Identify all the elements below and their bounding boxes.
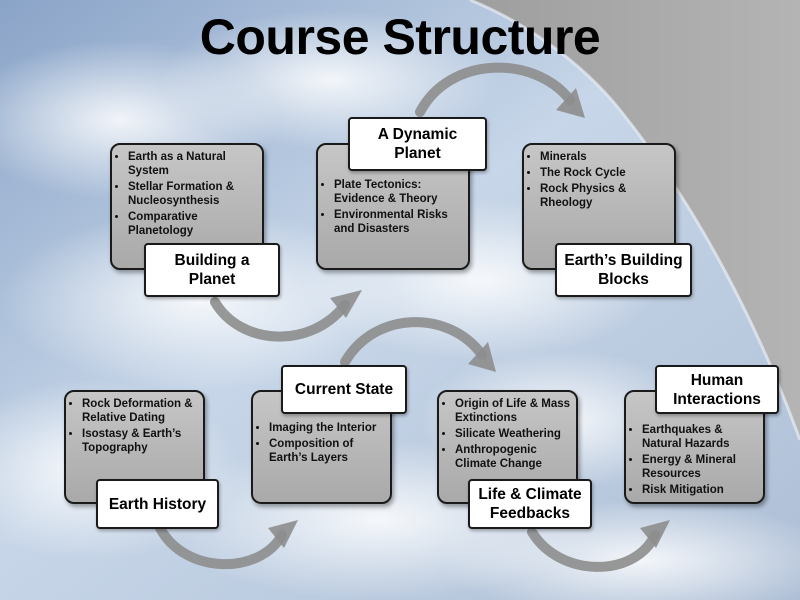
module-card-human-interactions: Earthquakes & Natural Hazards Energy & M… [624,390,765,504]
topic-item: Rock Deformation & Relative Dating [82,397,197,425]
module-label-earth-history: Earth History [96,479,219,529]
topic-item: Stellar Formation & Nucleosynthesis [128,180,256,208]
page-title: Course Structure [199,9,601,65]
module-label-human-interactions: Human Interactions [655,365,779,414]
topic-item: Risk Mitigation [642,483,757,497]
arrowhead [268,520,298,548]
topic-item: Isostasy & Earth’s Topography [82,427,197,455]
module-card-earth-history: Rock Deformation & Relative Dating Isost… [64,390,205,504]
topic-item: Comparative Planetology [128,210,256,238]
topic-item: Imaging the Interior [269,421,384,435]
topic-item: Earth as a Natural System [128,150,256,178]
topic-list: Earth as a Natural System Stellar Format… [112,145,262,238]
module-label-earths-building-blocks: Earth’s Building Blocks [555,243,692,297]
arrow-current-to-life [340,317,487,367]
arrow-life-to-human [527,527,660,572]
arrowhead [556,88,585,118]
topic-list: Imaging the Interior Composition of Eart… [253,416,390,465]
module-label-building-a-planet: Building a Planet [144,243,280,297]
topic-item: Composition of Earth’s Layers [269,437,384,465]
arrow-building-to-dynamic [210,297,350,342]
arrowhead [640,520,670,548]
arrowhead [468,342,496,372]
topic-item: Rock Physics & Rheology [540,182,668,210]
topic-item: Minerals [540,150,668,164]
topic-list: Rock Deformation & Relative Dating Isost… [66,392,203,455]
module-label-current-state: Current State [281,365,407,414]
topic-list: Minerals The Rock Cycle Rock Physics & R… [524,145,674,210]
topic-item: The Rock Cycle [540,166,668,180]
module-label-life-and-climate-feedbacks: Life & Climate Feedbacks [468,479,592,529]
topic-item: Silicate Weathering [455,427,570,441]
arrow-history-to-current [155,523,287,570]
topic-item: Energy & Mineral Resources [642,453,757,481]
topic-item: Origin of Life & Mass Extinctions [455,397,570,425]
topic-item: Environmental Risks and Disasters [334,208,462,236]
arrowhead [330,290,362,318]
arrow-dynamic-to-blocks [415,62,575,117]
topic-list: Earthquakes & Natural Hazards Energy & M… [626,418,763,497]
topic-item: Plate Tectonics: Evidence & Theory [334,178,462,206]
topic-item: Earthquakes & Natural Hazards [642,423,757,451]
topic-list: Origin of Life & Mass Extinctions Silica… [439,392,576,471]
topic-item: Anthropogenic Climate Change [455,443,570,471]
topic-list: Plate Tectonics: Evidence & Theory Envir… [318,173,468,236]
module-label-a-dynamic-planet: A Dynamic Planet [348,117,487,171]
